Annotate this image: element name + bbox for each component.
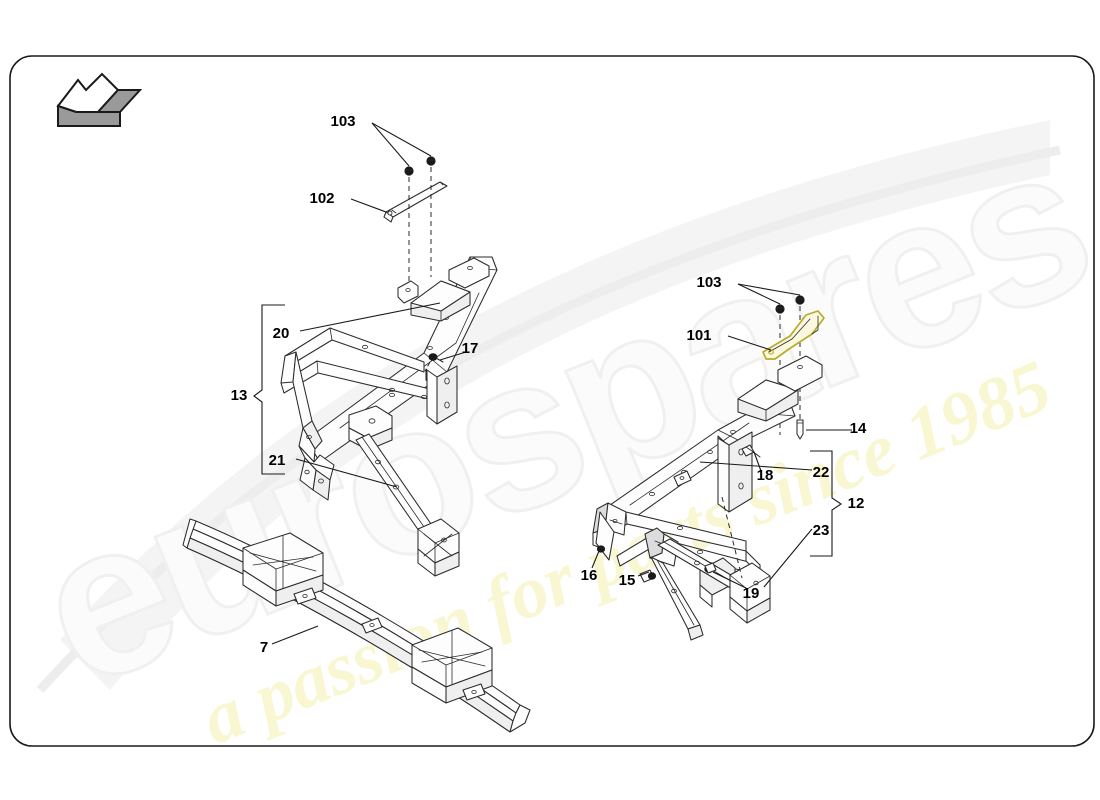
left-frame-assembly-13 xyxy=(280,156,498,577)
callout-label-23-13: 23 xyxy=(813,522,830,539)
callout-label-17-3: 17 xyxy=(462,340,479,357)
group-bracket-12 xyxy=(810,450,842,557)
callout-label-22-11: 22 xyxy=(813,464,830,481)
frame-rail-right-22 xyxy=(592,355,823,608)
callout-label-103-0: 103 xyxy=(330,113,355,130)
bumper-beam-7 xyxy=(182,518,531,733)
direction-arrow-3d-icon xyxy=(56,72,143,127)
callout-label-21-5: 21 xyxy=(269,452,286,469)
callout-label-14-9: 14 xyxy=(850,420,867,437)
callout-label-16-14: 16 xyxy=(581,567,598,584)
callout-label-18-10: 18 xyxy=(757,467,774,484)
callout-label-13-4: 13 xyxy=(231,387,248,404)
bracket-102 xyxy=(383,181,448,223)
callout-label-12-12: 12 xyxy=(848,495,865,512)
watermark-layer: eurospares a passion for parts since 198… xyxy=(5,96,1100,761)
bolt-17 xyxy=(424,353,444,372)
bolt-15 xyxy=(639,569,657,583)
bumper-tab-mid xyxy=(361,617,383,634)
callout-labels: 103 102 20 17 13 21 7 103 101 14 18 22 12 23 16 15 19 xyxy=(231,113,867,656)
callout-label-7-6: 7 xyxy=(260,639,268,656)
bumper-crush-box-left xyxy=(242,532,324,607)
callout-label-20-2: 20 xyxy=(273,325,290,342)
callout-label-101-8: 101 xyxy=(686,327,711,344)
page-border xyxy=(9,55,1095,747)
bolt-upper-left-pair xyxy=(404,156,436,285)
right-frame-assembly-12 xyxy=(592,295,825,641)
callout-label-102-1: 102 xyxy=(309,190,334,207)
leader-lines xyxy=(271,122,852,645)
callout-label-15-15: 15 xyxy=(619,572,636,589)
bolt-14 xyxy=(796,419,804,440)
frame-rail-left-20 xyxy=(280,256,498,501)
cross-member-23 xyxy=(644,496,771,641)
bumper-crush-box-right xyxy=(411,627,493,704)
diagonal-strut-21 xyxy=(348,405,460,577)
group-bracket-13 xyxy=(253,304,285,475)
callout-label-103-7: 103 xyxy=(696,274,721,291)
callout-label-19-16: 19 xyxy=(743,585,760,602)
bolt-19 xyxy=(704,562,717,574)
